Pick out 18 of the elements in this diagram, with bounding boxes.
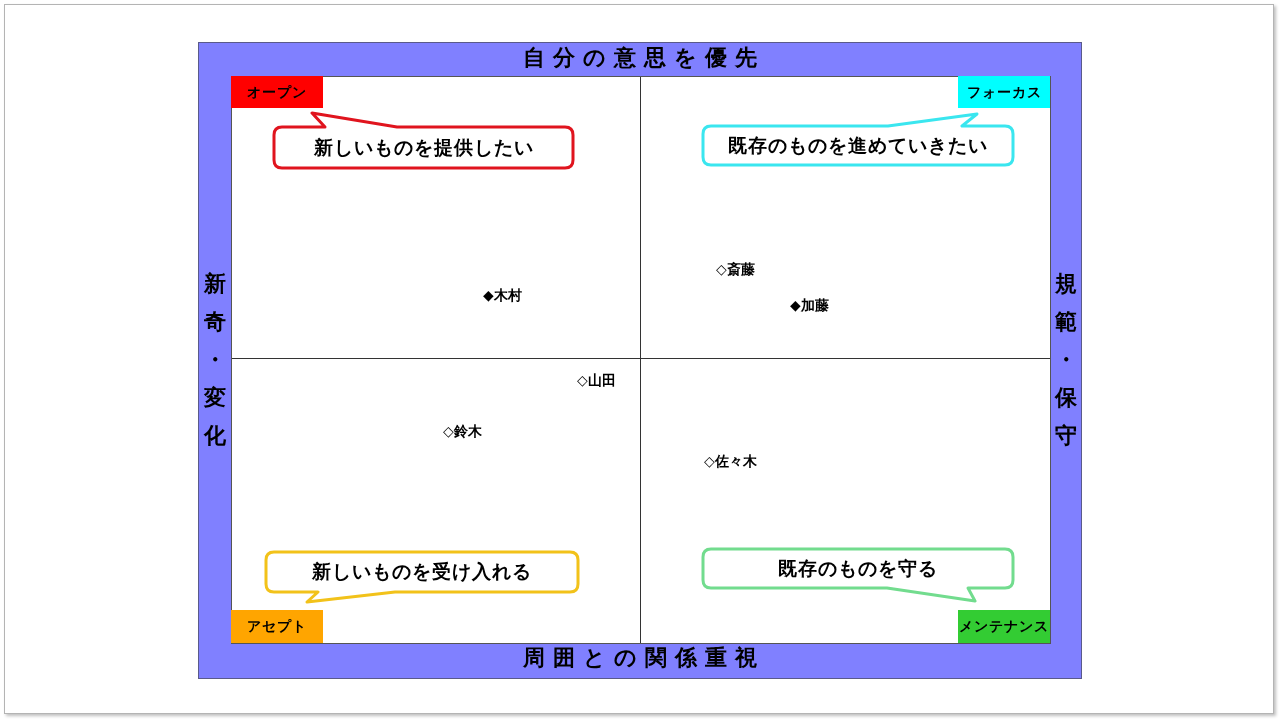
point-label: ◆加藤 [790,298,829,314]
axis-title: 規範・保守 [1054,270,1078,450]
point-label: ◇佐々木 [704,454,757,470]
point-label: ◆木村 [483,288,522,304]
axis-title: 周囲との関係重視 [522,645,765,671]
point-label: ◇斎藤 [716,262,755,278]
quadrant-tab: メンテナンス [958,610,1050,643]
speech-bubble: 新しいものを提供したい [271,110,576,171]
speech-bubble: 既存のものを守る [700,546,1016,604]
quadrant-tab: フォーカス [958,76,1050,108]
axis-title: 自分の意思を優先 [522,45,765,71]
speech-bubble: 新しいものを受け入れる [263,549,581,605]
quadrant-tab: オープン [231,76,323,108]
point-label: ◇山田 [577,373,616,389]
quadrant-tab: アセプト [231,610,323,643]
axis-title: 新奇・変化 [203,270,227,450]
speech-bubble: 既存のものを進めていきたい [700,111,1016,168]
point-label: ◇鈴木 [443,424,482,440]
